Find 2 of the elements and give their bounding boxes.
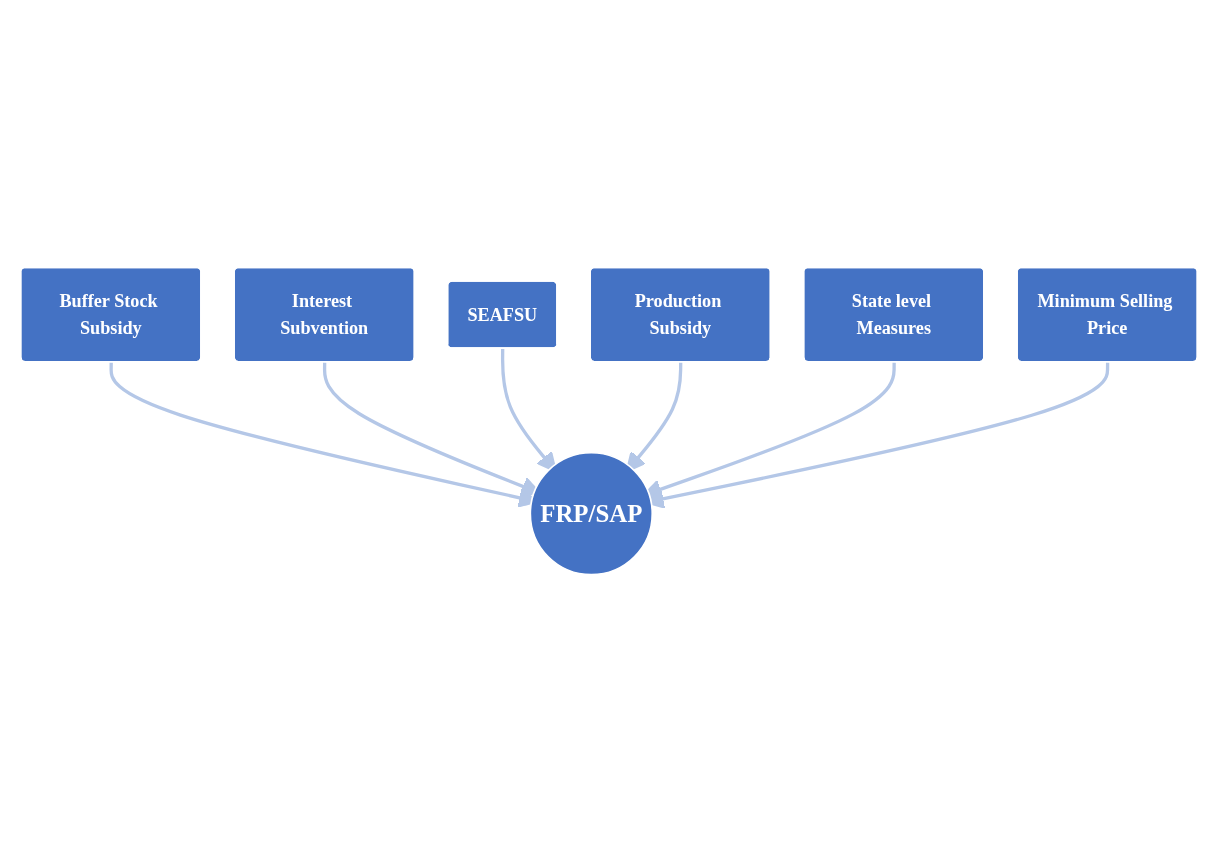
node-circle: FRP/SAP [529,451,654,575]
arrow [500,347,557,472]
